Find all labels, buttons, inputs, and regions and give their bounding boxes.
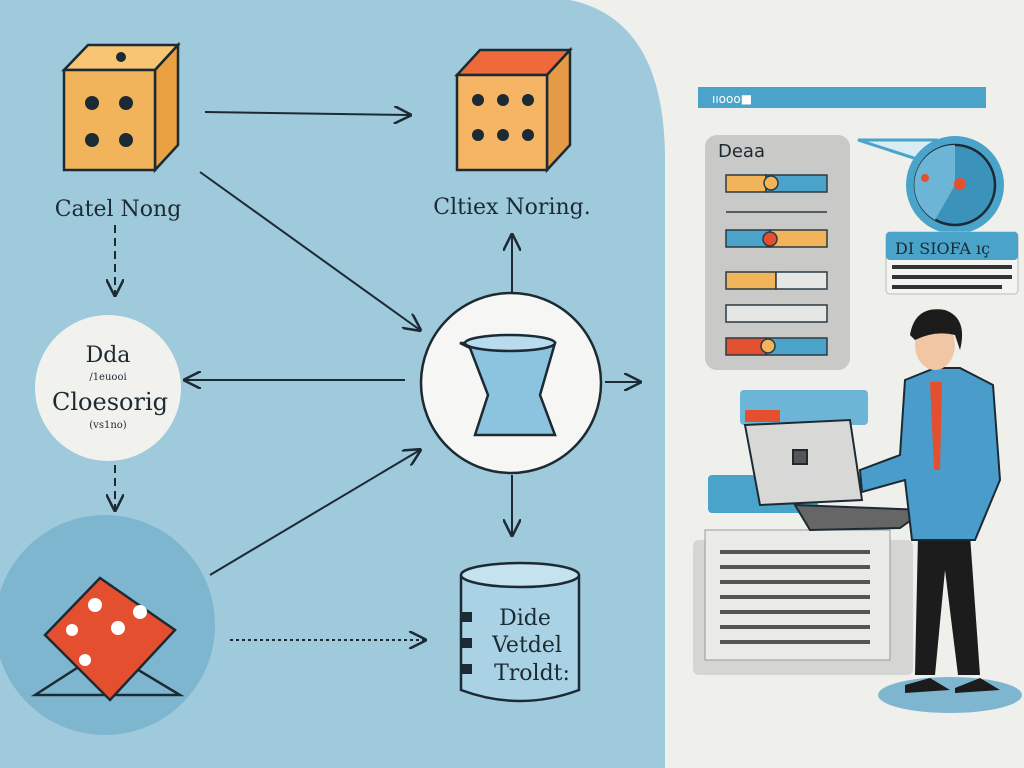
badge-text-lines	[892, 265, 1012, 289]
node-sub2: (vs1no)	[89, 420, 127, 431]
flow-arrows	[115, 112, 640, 640]
laptop-icon	[743, 418, 928, 532]
node-sub1: /1euooi	[89, 372, 126, 383]
card-title: Deaa	[718, 141, 765, 162]
top-right-label: Cltiex Noring.	[433, 195, 590, 220]
clustering-node	[35, 315, 181, 461]
badge-title: DI SIOFA ıç	[895, 239, 990, 258]
cylinder-line2: Vetdel	[491, 633, 562, 658]
data-card	[705, 135, 850, 370]
slider-rows	[725, 174, 828, 356]
red-die-icon	[30, 576, 185, 702]
cylinder-line1: Dide	[499, 606, 551, 631]
die-icon	[61, 41, 181, 174]
header-bar	[698, 87, 986, 108]
database-cylinder-icon	[459, 561, 581, 703]
header-dots: ııooo■	[712, 92, 752, 106]
server-icon	[693, 390, 913, 675]
gauge-icon	[857, 136, 1004, 234]
beaker-icon	[459, 333, 557, 437]
top-left-label: Catel Nong	[55, 197, 182, 222]
die-icon	[454, 46, 573, 174]
person-illustration	[858, 309, 1022, 713]
cylinder-line3: Troldt:	[494, 661, 570, 686]
node-title: Dda	[86, 343, 131, 368]
node-main: Cloesorig	[52, 388, 168, 416]
